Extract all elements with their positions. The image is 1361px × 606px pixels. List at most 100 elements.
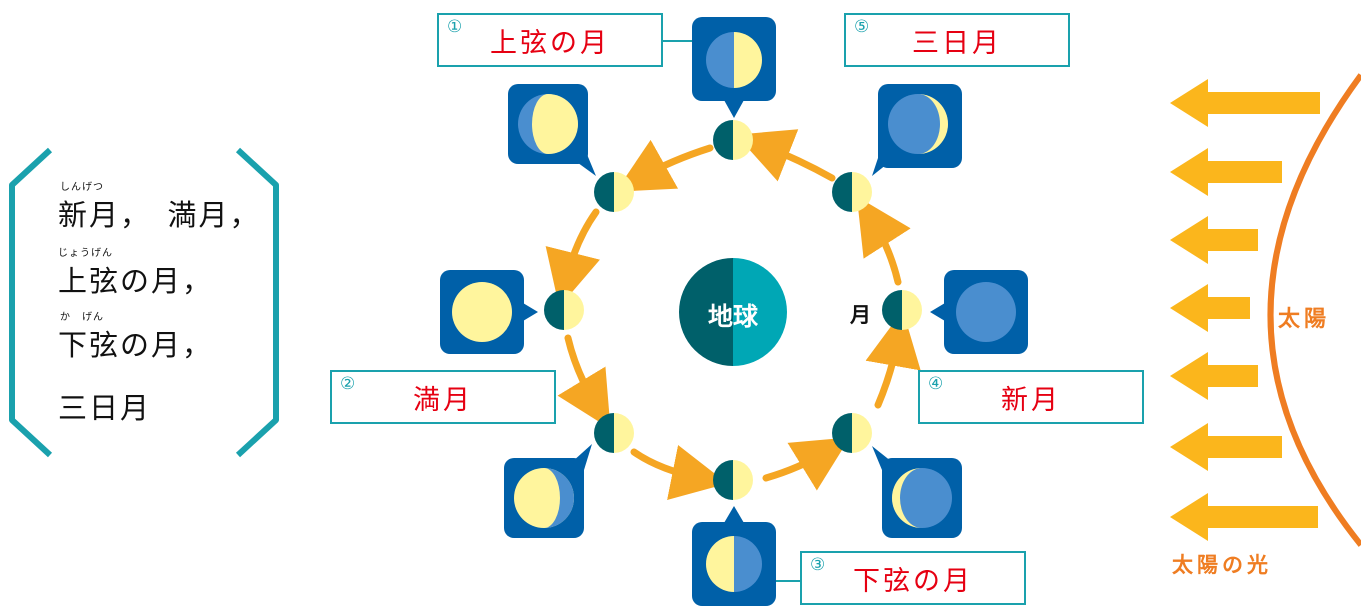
- phase-card-lower-right: [872, 446, 962, 538]
- orbit-arrow: [865, 310, 921, 409]
- orbit-moon: [713, 460, 753, 500]
- phase-cards: [440, 17, 1028, 606]
- earth-label: 地球: [708, 302, 759, 331]
- orbit-moon: [832, 413, 872, 453]
- label-number: ⑤: [854, 17, 870, 37]
- orbit-moon: [594, 413, 634, 453]
- sunlight-arrow: [1170, 216, 1258, 264]
- phase-light-half: [706, 536, 734, 592]
- sunlight-arrow: [1170, 493, 1318, 541]
- earth: [679, 258, 787, 366]
- orbit-moon: [832, 172, 872, 212]
- moon-dark-half: [882, 290, 902, 330]
- phase-light-half: [734, 32, 762, 88]
- moon-light-half: [564, 290, 584, 330]
- label-number: ④: [928, 374, 944, 394]
- orbit-moon: [882, 290, 922, 330]
- sunlight-arrow: [1170, 423, 1282, 471]
- right-bracket: [235, 147, 279, 458]
- word-text: 三日月: [58, 391, 152, 425]
- phase-card-lower-left: [504, 444, 592, 538]
- card-pointer: [724, 506, 744, 523]
- sunlight-arrow: [1170, 284, 1250, 332]
- card-pointer: [574, 152, 596, 176]
- phase-card-bottom: [692, 506, 776, 606]
- label-name: 下弦の月: [853, 566, 973, 597]
- label-number: ①: [447, 17, 463, 37]
- moon-light-half: [733, 120, 753, 160]
- moon-dark-half: [713, 460, 733, 500]
- phase-card-upper-left: [508, 84, 596, 176]
- left-bracket: [9, 147, 53, 458]
- word-list-item-3: か げん 下弦の月，: [58, 312, 214, 364]
- word-text: 上弦の月，: [58, 264, 214, 298]
- moon-dark-half: [594, 413, 614, 453]
- word-list-item-4: 三日月: [58, 385, 151, 427]
- orbit-arrow: [545, 208, 600, 308]
- label-first-quarter: ① 上弦の月: [437, 13, 663, 67]
- sunlight-label: 太陽の光: [1172, 553, 1272, 577]
- phase-full-disc: [452, 282, 512, 342]
- moon-dark-half: [544, 290, 564, 330]
- phase-crescent: [892, 468, 922, 528]
- moon-light-half: [733, 460, 753, 500]
- card-pointer: [872, 446, 892, 470]
- phase-dark-part: [544, 468, 574, 528]
- sunlight-arrow: [1170, 148, 1282, 196]
- orbit-arrow: [762, 437, 850, 491]
- label-number: ③: [810, 555, 826, 575]
- label-crescent: ⑤ 三日月: [844, 13, 1070, 67]
- card-pointer: [724, 100, 744, 118]
- moon-light-half: [614, 413, 634, 453]
- orbit-arrows: [545, 129, 921, 500]
- phase-crescent: [918, 94, 948, 154]
- phase-card-upper-right: [872, 84, 962, 176]
- moon-dark-half: [594, 172, 614, 212]
- phase-card-right: [930, 270, 1028, 354]
- moon-light-half: [614, 172, 634, 212]
- orbit-arrow: [856, 196, 911, 286]
- orbit-moons: [544, 120, 922, 500]
- card-pointer: [572, 444, 592, 470]
- moon-light-half: [902, 290, 922, 330]
- label-name: 三日月: [912, 28, 1002, 59]
- label-name: 新月: [1001, 385, 1061, 416]
- card-pointer: [872, 152, 892, 176]
- phase-dark-half: [706, 32, 734, 88]
- phase-dark-disc: [892, 468, 952, 528]
- phase-dark-disc: [888, 94, 948, 154]
- word-text: 下弦の月，: [58, 328, 214, 362]
- phase-card-left: [440, 270, 538, 354]
- sun-arc: [1267, 73, 1361, 547]
- moon-dark-half: [832, 413, 852, 453]
- orbit-moon: [594, 172, 634, 212]
- moon-light-half: [852, 413, 872, 453]
- card-pointer: [930, 303, 945, 321]
- orbit-arrow: [630, 445, 728, 500]
- orbit-moon: [544, 290, 584, 330]
- orbit-moon: [713, 120, 753, 160]
- moon-light-half: [852, 172, 872, 212]
- moon-label: 月: [850, 303, 871, 327]
- orbit-arrow: [557, 334, 611, 429]
- word-list-item-2: じょうげん 上弦の月，: [58, 248, 214, 300]
- card-pointer: [523, 303, 538, 321]
- phase-new-disc: [956, 282, 1016, 342]
- phase-card-top: [692, 17, 776, 118]
- orbit-arrow: [615, 139, 714, 192]
- label-name: 上弦の月: [490, 28, 610, 59]
- word-ruby: しんげつ: [60, 182, 104, 193]
- word-list-item-1: しんげつ 新月， 満月，: [58, 182, 261, 234]
- sunlight-arrow: [1170, 352, 1258, 400]
- word-ruby: じょうげん: [58, 248, 113, 259]
- label-new-moon: ④ 新月: [918, 370, 1144, 424]
- label-last-quarter: ③ 下弦の月: [800, 551, 1026, 605]
- phase-dark-half: [734, 536, 762, 592]
- label-full-moon: ② 満月: [330, 370, 556, 424]
- label-number: ②: [340, 374, 356, 394]
- label-name: 満月: [413, 385, 473, 416]
- sunlight-arrow: [1170, 79, 1320, 127]
- word-ruby: か げん: [60, 312, 104, 323]
